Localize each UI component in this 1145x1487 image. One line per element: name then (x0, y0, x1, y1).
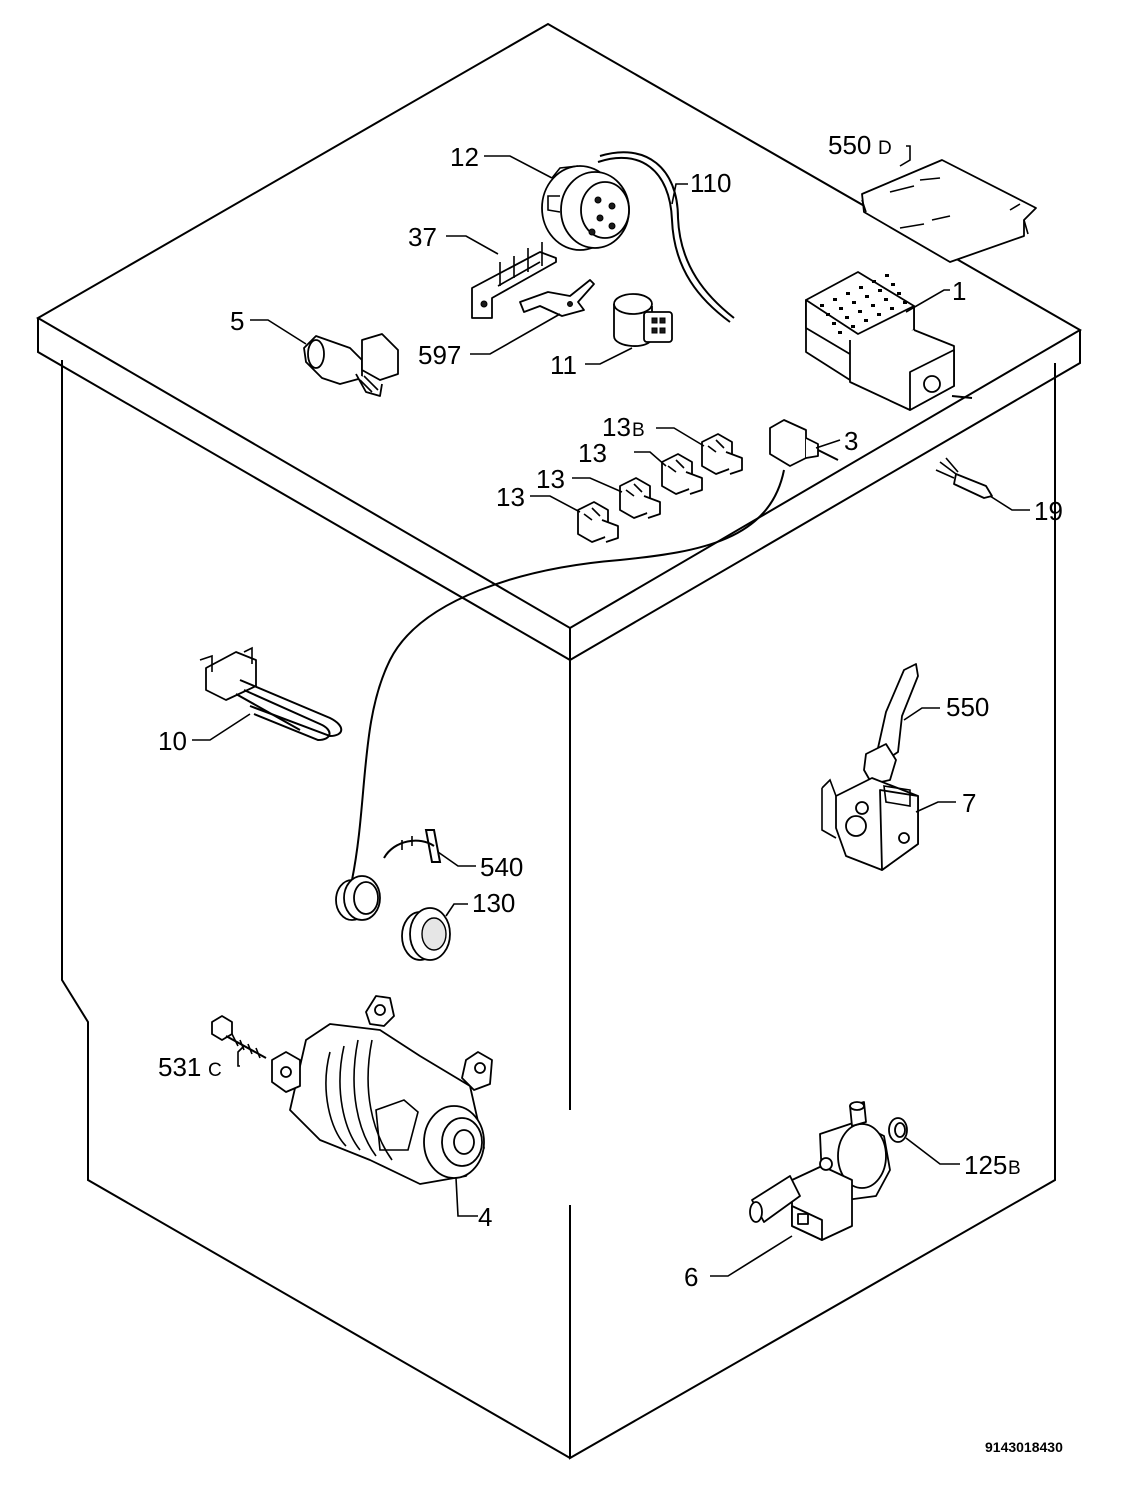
bracket-part (519, 279, 595, 317)
callout-125b-suffix: B (1008, 1158, 1021, 1179)
callout-13a: 13 (578, 438, 607, 468)
terminal-block-part (471, 242, 557, 319)
connector-13a-part (661, 453, 703, 495)
vent-dot (877, 313, 881, 316)
grommet-on-cable-part (335, 875, 381, 921)
bolt-part (211, 1015, 267, 1059)
hose-part (597, 151, 735, 323)
vent-dot (826, 313, 830, 316)
vent-dot (890, 307, 894, 310)
grommet-part (401, 907, 451, 961)
callout-13c: 13 (536, 464, 565, 494)
suppressor-part (613, 293, 673, 347)
callout-130: 130 (472, 888, 515, 918)
callout-13b: 13 (602, 412, 631, 442)
vent-dot (832, 322, 836, 325)
callout-550: 550 (946, 692, 989, 722)
leader-lines (192, 145, 1030, 1277)
vent-dot (864, 319, 868, 322)
motor-part (271, 995, 493, 1185)
vent-dot (851, 325, 855, 328)
callout-19: 19 (1034, 496, 1063, 526)
cover-plate-part (861, 159, 1037, 263)
callout-13b-suffix: B (632, 420, 645, 441)
callout-540: 540 (480, 852, 523, 882)
vent-dot (846, 292, 850, 295)
callout-6: 6 (684, 1262, 698, 1292)
vent-dot (903, 301, 907, 304)
clip-part (383, 829, 442, 863)
actuator-lever-part (863, 663, 919, 785)
switch-part (351, 419, 839, 881)
valve-sensor-part (303, 333, 399, 397)
heating-element-part (199, 646, 343, 742)
vent-dot (878, 289, 882, 292)
vent-dot (872, 280, 876, 283)
callout-4: 4 (478, 1202, 492, 1232)
vent-dot (838, 331, 842, 334)
callout-597: 597 (418, 340, 461, 370)
vent-dot (858, 310, 862, 313)
callout-125b: 125 (964, 1150, 1007, 1180)
connector-13b-part (701, 433, 743, 475)
callout-550d: 550 (828, 130, 871, 160)
callout-10: 10 (158, 726, 187, 756)
callout-3: 3 (844, 426, 858, 456)
callout-531c-suffix: C (208, 1060, 222, 1081)
callout-5: 5 (230, 306, 244, 336)
callout-110: 110 (690, 168, 731, 198)
vent-dot (897, 292, 901, 295)
vent-dot (859, 286, 863, 289)
pressure-switch-part (541, 165, 630, 251)
vent-dot (839, 307, 843, 310)
vent-dot (852, 301, 856, 304)
vent-dot (885, 274, 889, 277)
callout-labels: 12 110 550 D 37 5 1 597 11 13 B 3 13 13 … (158, 130, 1063, 1292)
door-lock-part (821, 777, 919, 871)
connector-13d-part (577, 501, 619, 543)
callout-1: 1 (952, 276, 966, 306)
programmer-part (805, 271, 973, 411)
vent-dot (833, 298, 837, 301)
vent-dot (891, 283, 895, 286)
callout-531c: 531 (158, 1052, 201, 1082)
vent-dot (871, 304, 875, 307)
o-ring-part (888, 1117, 908, 1143)
callout-7: 7 (962, 788, 976, 818)
callout-550d-suffix: D (878, 138, 892, 159)
vent-dot (884, 298, 888, 301)
callout-13d: 13 (496, 482, 525, 512)
drain-pump-part (749, 1101, 891, 1241)
document-number: 9143018430 (985, 1439, 1063, 1455)
connector-13c-part (619, 477, 661, 519)
vent-dot (865, 295, 869, 298)
callout-12: 12 (450, 142, 479, 172)
callout-11: 11 (550, 350, 577, 380)
vent-dot (820, 304, 824, 307)
programmer-vent-dots (820, 274, 907, 334)
callout-37: 37 (408, 222, 437, 252)
probe-part (935, 457, 993, 499)
vent-dot (845, 316, 849, 319)
cabinet-outline (36, 22, 1082, 1460)
